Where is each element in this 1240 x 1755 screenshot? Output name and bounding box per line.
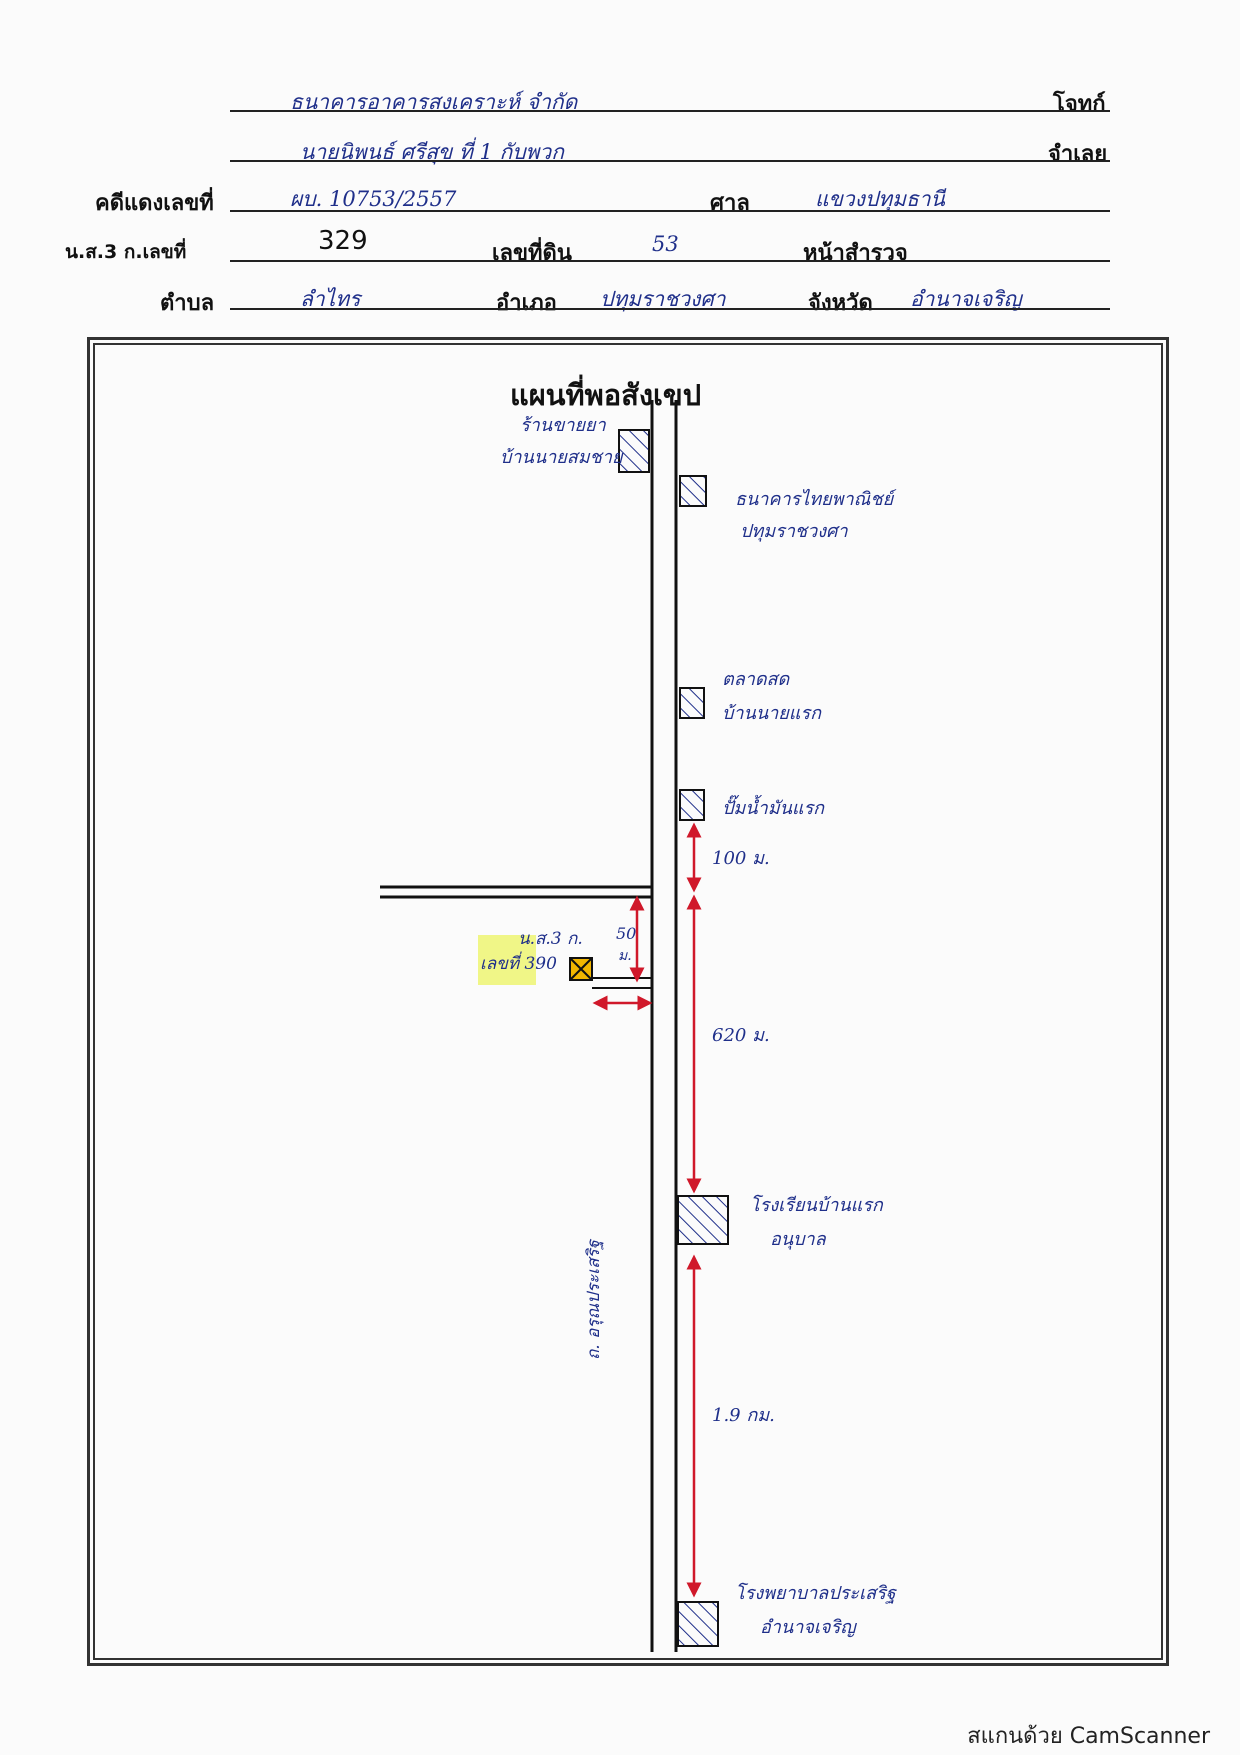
landmark-box-top-right [679,475,707,507]
landmark-box-hospital [677,1601,719,1647]
landmark-top-right-2: ปทุมราชวงศา [740,521,848,542]
case-line [230,210,1110,212]
case-label: คดีแดงเลขที่ [95,191,214,216]
landmark-top-right-1: ธนาคารไทยพาณิชย์ [735,489,894,510]
nos3k-value: 329 [318,226,368,256]
map-frame [87,337,1169,1666]
nos3k-line [230,260,1110,262]
distance-side-unit: ม. [618,948,632,964]
defendant-line [230,160,1110,162]
plaintiff-line [230,110,1110,112]
landmark-school-2: อนุบาล [770,1229,826,1250]
road-name: ถ. อรุณประเสริฐ [584,1240,604,1360]
landmark-bottom-2: อำนาจเจริญ [760,1617,856,1638]
landmark-school-1: โรงเรียนบ้านแรก [750,1195,883,1216]
parcel-label-2: เลขที่ 390 [480,954,557,974]
landmark-box-school [677,1195,729,1245]
scanner-footer: สแกนด้วย CamScanner [967,1724,1210,1749]
district-value: ปทุมราชวงศา [600,287,726,311]
parcel-label-1: น.ส.3 ก. [518,929,583,949]
case-value: ผบ. 10753/2557 [290,187,457,211]
province-value: อำนาจเจริญ [910,287,1022,311]
nos3k-label: น.ส.3 ก.เลขที่ [65,241,187,263]
landmark-box-top-left [618,429,650,473]
distance-100m: 100 ม. [712,848,770,869]
landmark-mid-right-2: บ้านนายแรก [722,703,821,724]
subdistrict-label: ตำบล [160,291,215,316]
landmark-box-mid-right-2 [679,789,705,821]
landmark-box-mid-right-1 [679,687,705,719]
subdistrict-value: ลำไทร [300,287,361,311]
court-value: แขวงปทุมธานี [815,187,945,211]
defendant-label: จำเลย [1048,142,1108,167]
landmark-bottom-1: โรงพยาบาลประเสริฐ [735,1583,896,1604]
parcel-cross-2 [569,957,593,981]
distance-19km: 1.9 กม. [712,1405,775,1426]
landmark-mid-right-3: ปั๊มน้ำมันแรก [722,798,825,819]
landmark-mid-right-1: ตลาดสด [722,669,790,690]
landmark-top-left-1: ร้านขายยา [520,415,606,436]
plaintiff-label: โจทก์ [1053,92,1106,117]
subdistrict-line [230,308,1110,310]
land-no-value: 53 [652,232,679,256]
distance-620m: 620 ม. [712,1025,770,1046]
district-label: อำเภอ [496,291,557,316]
province-label: จังหวัด [808,291,873,316]
parcel-highlight [478,935,536,985]
landmark-top-left-2: บ้านนายสมชาย [500,447,623,468]
map-title: แผนที่พอสังเขป [510,378,702,412]
distance-side-value: 50 [616,924,637,943]
